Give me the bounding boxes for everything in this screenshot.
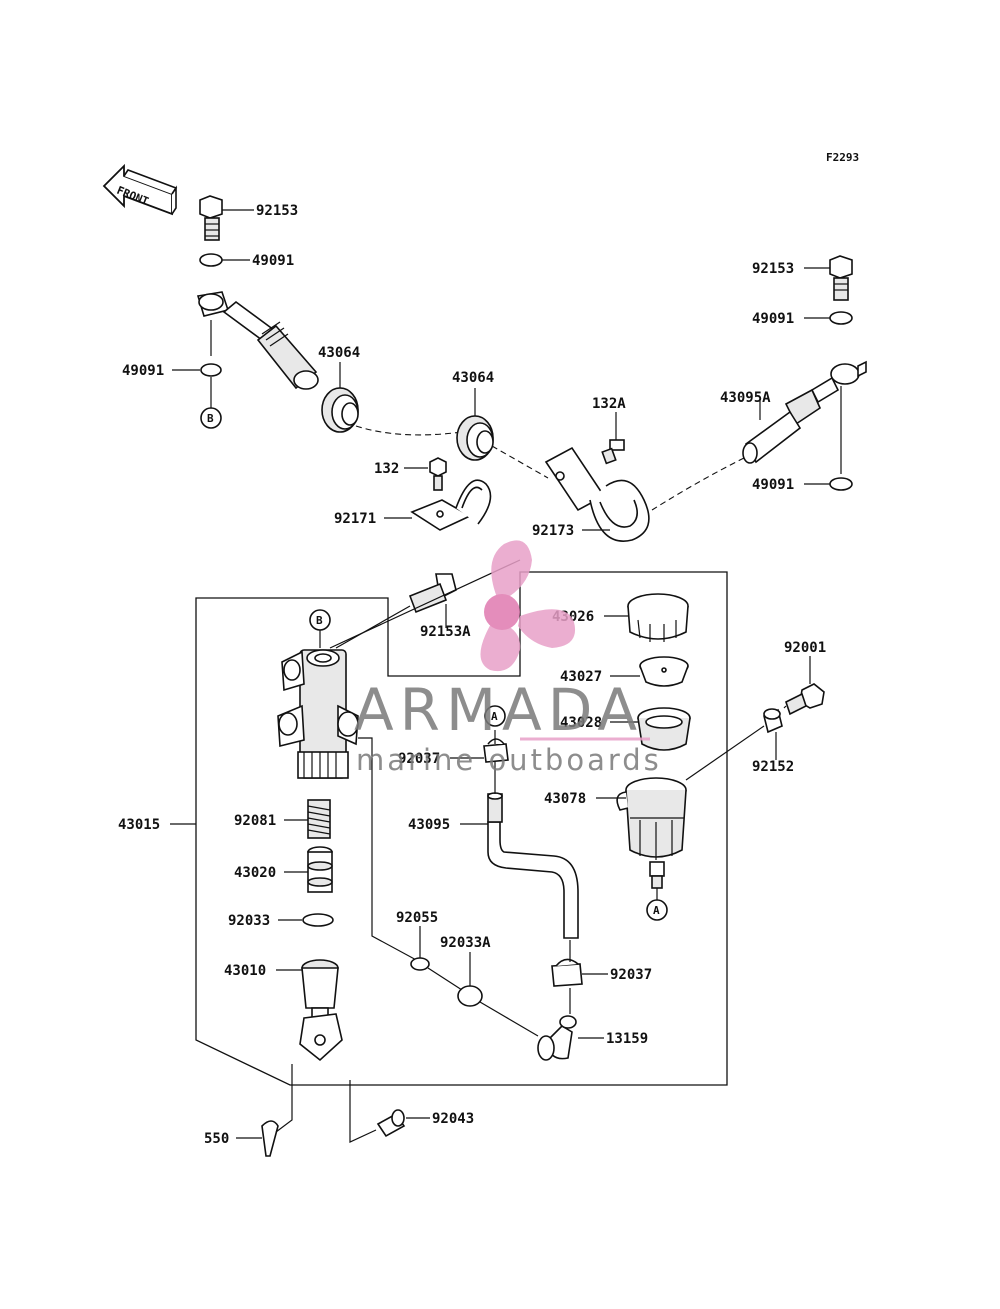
callout-13159: 13159 (606, 1031, 648, 1047)
callout-43027: 43027 (560, 669, 602, 685)
callout-43095A: 43095A (720, 390, 771, 406)
diaphragm-plate-43027 (639, 656, 689, 687)
circlip-92033 (302, 913, 334, 927)
figure-code: F2293 (826, 151, 859, 164)
callout-92043: 92043 (432, 1111, 474, 1127)
callout-92153A: 92153A (420, 624, 471, 640)
reservoir-43078 (616, 777, 687, 889)
hose-43095 (487, 792, 579, 939)
callout-43064-left: 43064 (318, 345, 360, 361)
callout-43095: 43095 (408, 817, 450, 833)
front-arrow-icon: FRONT (102, 163, 178, 216)
assembly-frame-43015 (195, 571, 728, 1086)
watermark-tagline: marine outboards (356, 743, 662, 777)
o-ring-92055 (410, 957, 430, 971)
callout-49091-left-bottom: 49091 (122, 363, 164, 379)
diaphragm-43028 (637, 707, 691, 751)
watermark-brand: ARMADA (354, 676, 643, 744)
callout-92037-bottom: 92037 (610, 967, 652, 983)
callout-49091-right-top: 49091 (752, 311, 794, 327)
grommet-43064-left (321, 387, 359, 433)
callout-550: 550 (204, 1131, 229, 1147)
circlip-92033A (457, 985, 483, 1007)
callout-43020: 43020 (234, 865, 276, 881)
washer-49091-left-top (199, 253, 223, 267)
callout-43015: 43015 (118, 817, 160, 833)
clip-92037-top (483, 738, 509, 763)
ref-circle-a-top (484, 705, 506, 727)
ref-circle-a-bottom (646, 899, 668, 921)
callout-92037-top: 92037 (398, 751, 440, 767)
callout-92033A: 92033A (440, 935, 491, 951)
callout-92153-right: 92153 (752, 261, 794, 277)
clip-92037-bottom (551, 958, 583, 987)
washer-49091-left-bottom (200, 363, 222, 377)
callout-132A: 132A (592, 396, 626, 412)
callout-92152: 92152 (752, 759, 794, 775)
master-cylinder-body (277, 649, 359, 779)
washer-49091-right-top (829, 311, 853, 325)
reservoir-cap-43026 (627, 593, 689, 642)
screw-132A (601, 439, 625, 465)
pin-92043 (376, 1109, 406, 1138)
ref-circle-b-top (200, 407, 222, 429)
fitting-13159 (537, 1015, 577, 1061)
callout-92081: 92081 (234, 813, 276, 829)
callout-92173: 92173 (532, 523, 574, 539)
callout-43078: 43078 (544, 791, 586, 807)
ref-b-top: B (207, 412, 214, 425)
propeller-logo-icon (480, 540, 576, 672)
callout-43028: 43028 (560, 715, 602, 731)
callout-132: 132 (374, 461, 399, 477)
bolt-92153-left (199, 195, 223, 241)
armada-watermark: ARMADA marine outboards (354, 540, 662, 777)
clamp-92171 (410, 479, 492, 531)
bracket-92173 (544, 446, 650, 542)
callout-92033: 92033 (228, 913, 270, 929)
callout-49091-left-top: 49091 (252, 253, 294, 269)
hose-43095A (742, 360, 867, 464)
ref-a-top: A (491, 710, 498, 723)
callout-43010: 43010 (224, 963, 266, 979)
bolt-92001 (785, 683, 825, 716)
ref-a-bottom: A (653, 904, 660, 917)
collar-92152 (763, 708, 783, 734)
cotter-pin-550 (261, 1120, 279, 1157)
pushrod-43010 (299, 959, 343, 1062)
washer-49091-right-bottom (829, 477, 853, 491)
callout-43064-right: 43064 (452, 370, 494, 386)
spring-92081 (307, 799, 331, 839)
ref-b-bottom: B (316, 614, 323, 627)
callout-92055: 92055 (396, 910, 438, 926)
piston-43020 (307, 846, 333, 893)
callout-92171: 92171 (334, 511, 376, 527)
callout-92001: 92001 (784, 640, 826, 656)
callout-49091-right-bottom: 49091 (752, 477, 794, 493)
grommet-43064-right (456, 415, 494, 461)
callout-92153-left: 92153 (256, 203, 298, 219)
hose-43064-left (196, 291, 319, 390)
screw-132 (429, 457, 447, 491)
bolt-92153-right (829, 255, 853, 301)
